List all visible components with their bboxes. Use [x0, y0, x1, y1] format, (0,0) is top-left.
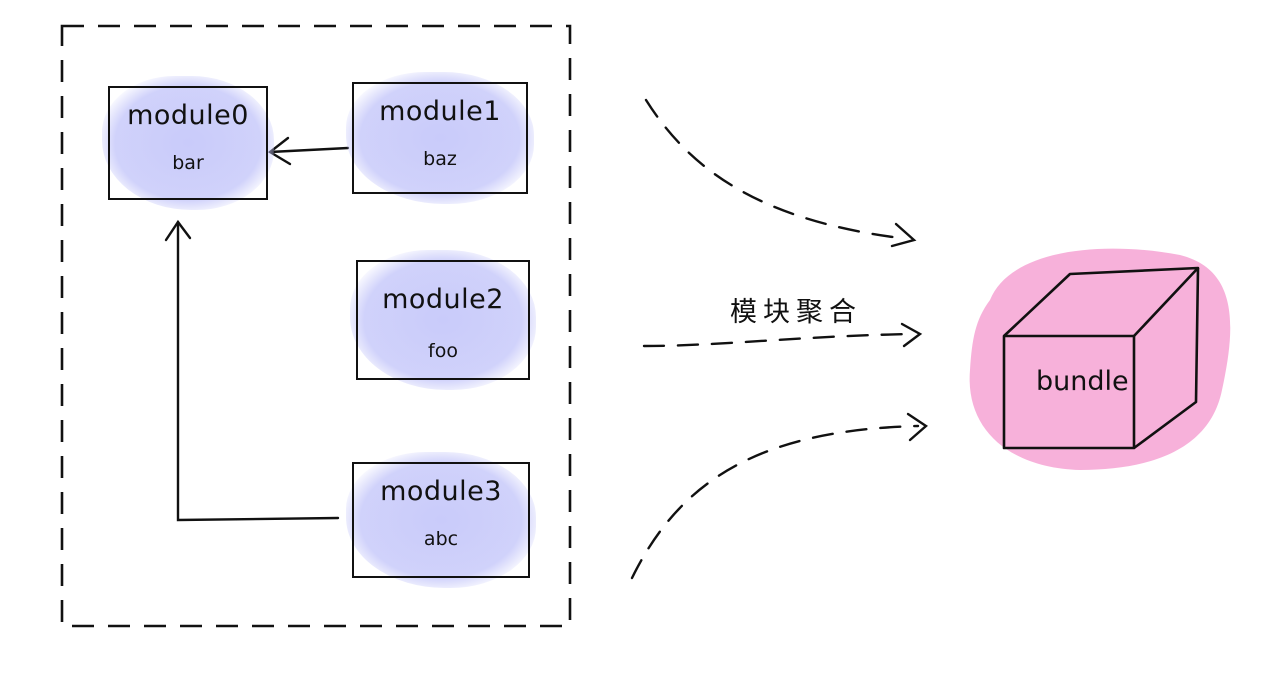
module-border [356, 260, 530, 380]
arrow-to-bundle-top [644, 98, 917, 248]
module-name: module3 [380, 476, 502, 507]
module-blob [346, 72, 534, 204]
module-box-2: module2 foo [350, 250, 536, 390]
module-value: foo [428, 340, 458, 362]
module-blob [350, 250, 536, 390]
module-box-0: module0 bar [102, 76, 274, 210]
arrow-module3-to-module0 [164, 219, 340, 522]
module-name: module2 [382, 284, 504, 315]
arrow-to-bundle-bottom [630, 412, 928, 580]
module-border [108, 86, 268, 200]
module-value: abc [423, 528, 459, 550]
module-border [352, 462, 530, 578]
module-value: bar [172, 152, 204, 174]
bundle-blob [969, 248, 1231, 470]
module-border [352, 82, 528, 194]
bundle-label: bundle [1036, 366, 1129, 397]
module-group-border [60, 24, 572, 628]
module-box-1: module1 baz [346, 72, 534, 204]
aggregation-label: 模块聚合 [730, 297, 862, 328]
module-blob [102, 76, 274, 210]
module-name: module1 [379, 96, 501, 127]
arrow-module1-to-module0 [267, 136, 350, 166]
module-blob [346, 452, 536, 588]
arrow-to-bundle-middle [642, 322, 923, 348]
module-value: baz [423, 148, 457, 170]
bundle-cube [1002, 266, 1200, 450]
module-box-3: module3 abc [346, 452, 536, 588]
module-name: module0 [127, 100, 249, 131]
